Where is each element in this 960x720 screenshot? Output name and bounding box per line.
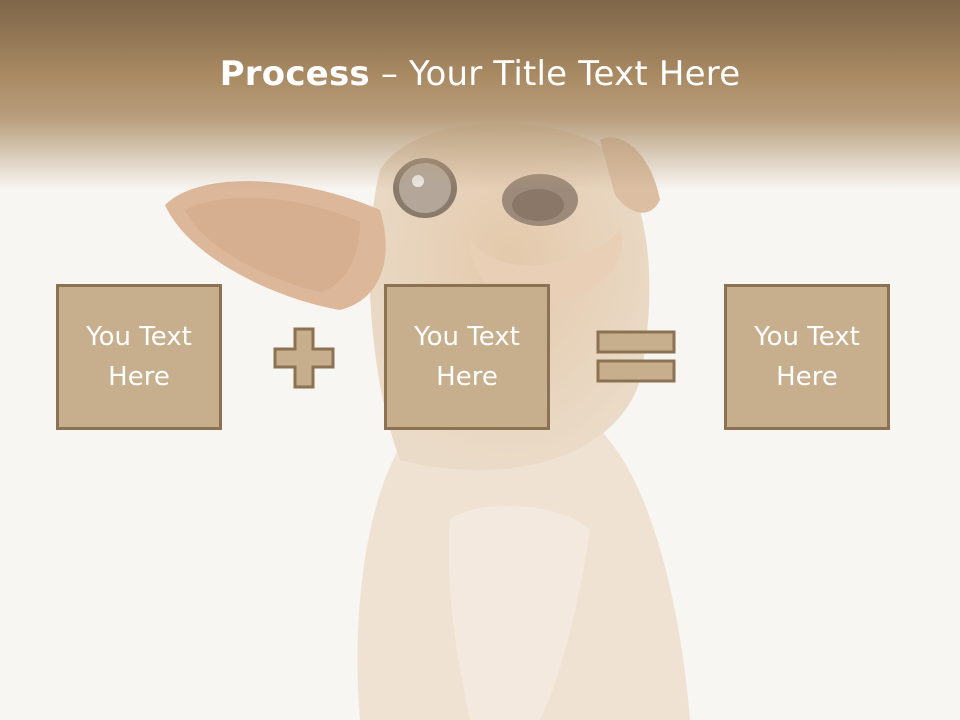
slide-title: Process – Your Title Text Here	[0, 52, 960, 96]
process-box-1-label: You Text Here	[86, 322, 192, 392]
plus-icon	[273, 327, 335, 389]
process-box-1[interactable]: You Text Here	[56, 284, 222, 430]
process-box-2-label: You Text Here	[414, 322, 520, 392]
title-rest-text: – Your Title Text Here	[369, 54, 741, 94]
process-box-3[interactable]: You Text Here	[724, 284, 890, 430]
process-box-2[interactable]: You Text Here	[384, 284, 550, 430]
title-bar	[0, 0, 960, 190]
process-box-3-label: You Text Here	[754, 322, 860, 392]
title-bold-text: Process	[219, 54, 370, 94]
equals-icon	[596, 330, 676, 383]
